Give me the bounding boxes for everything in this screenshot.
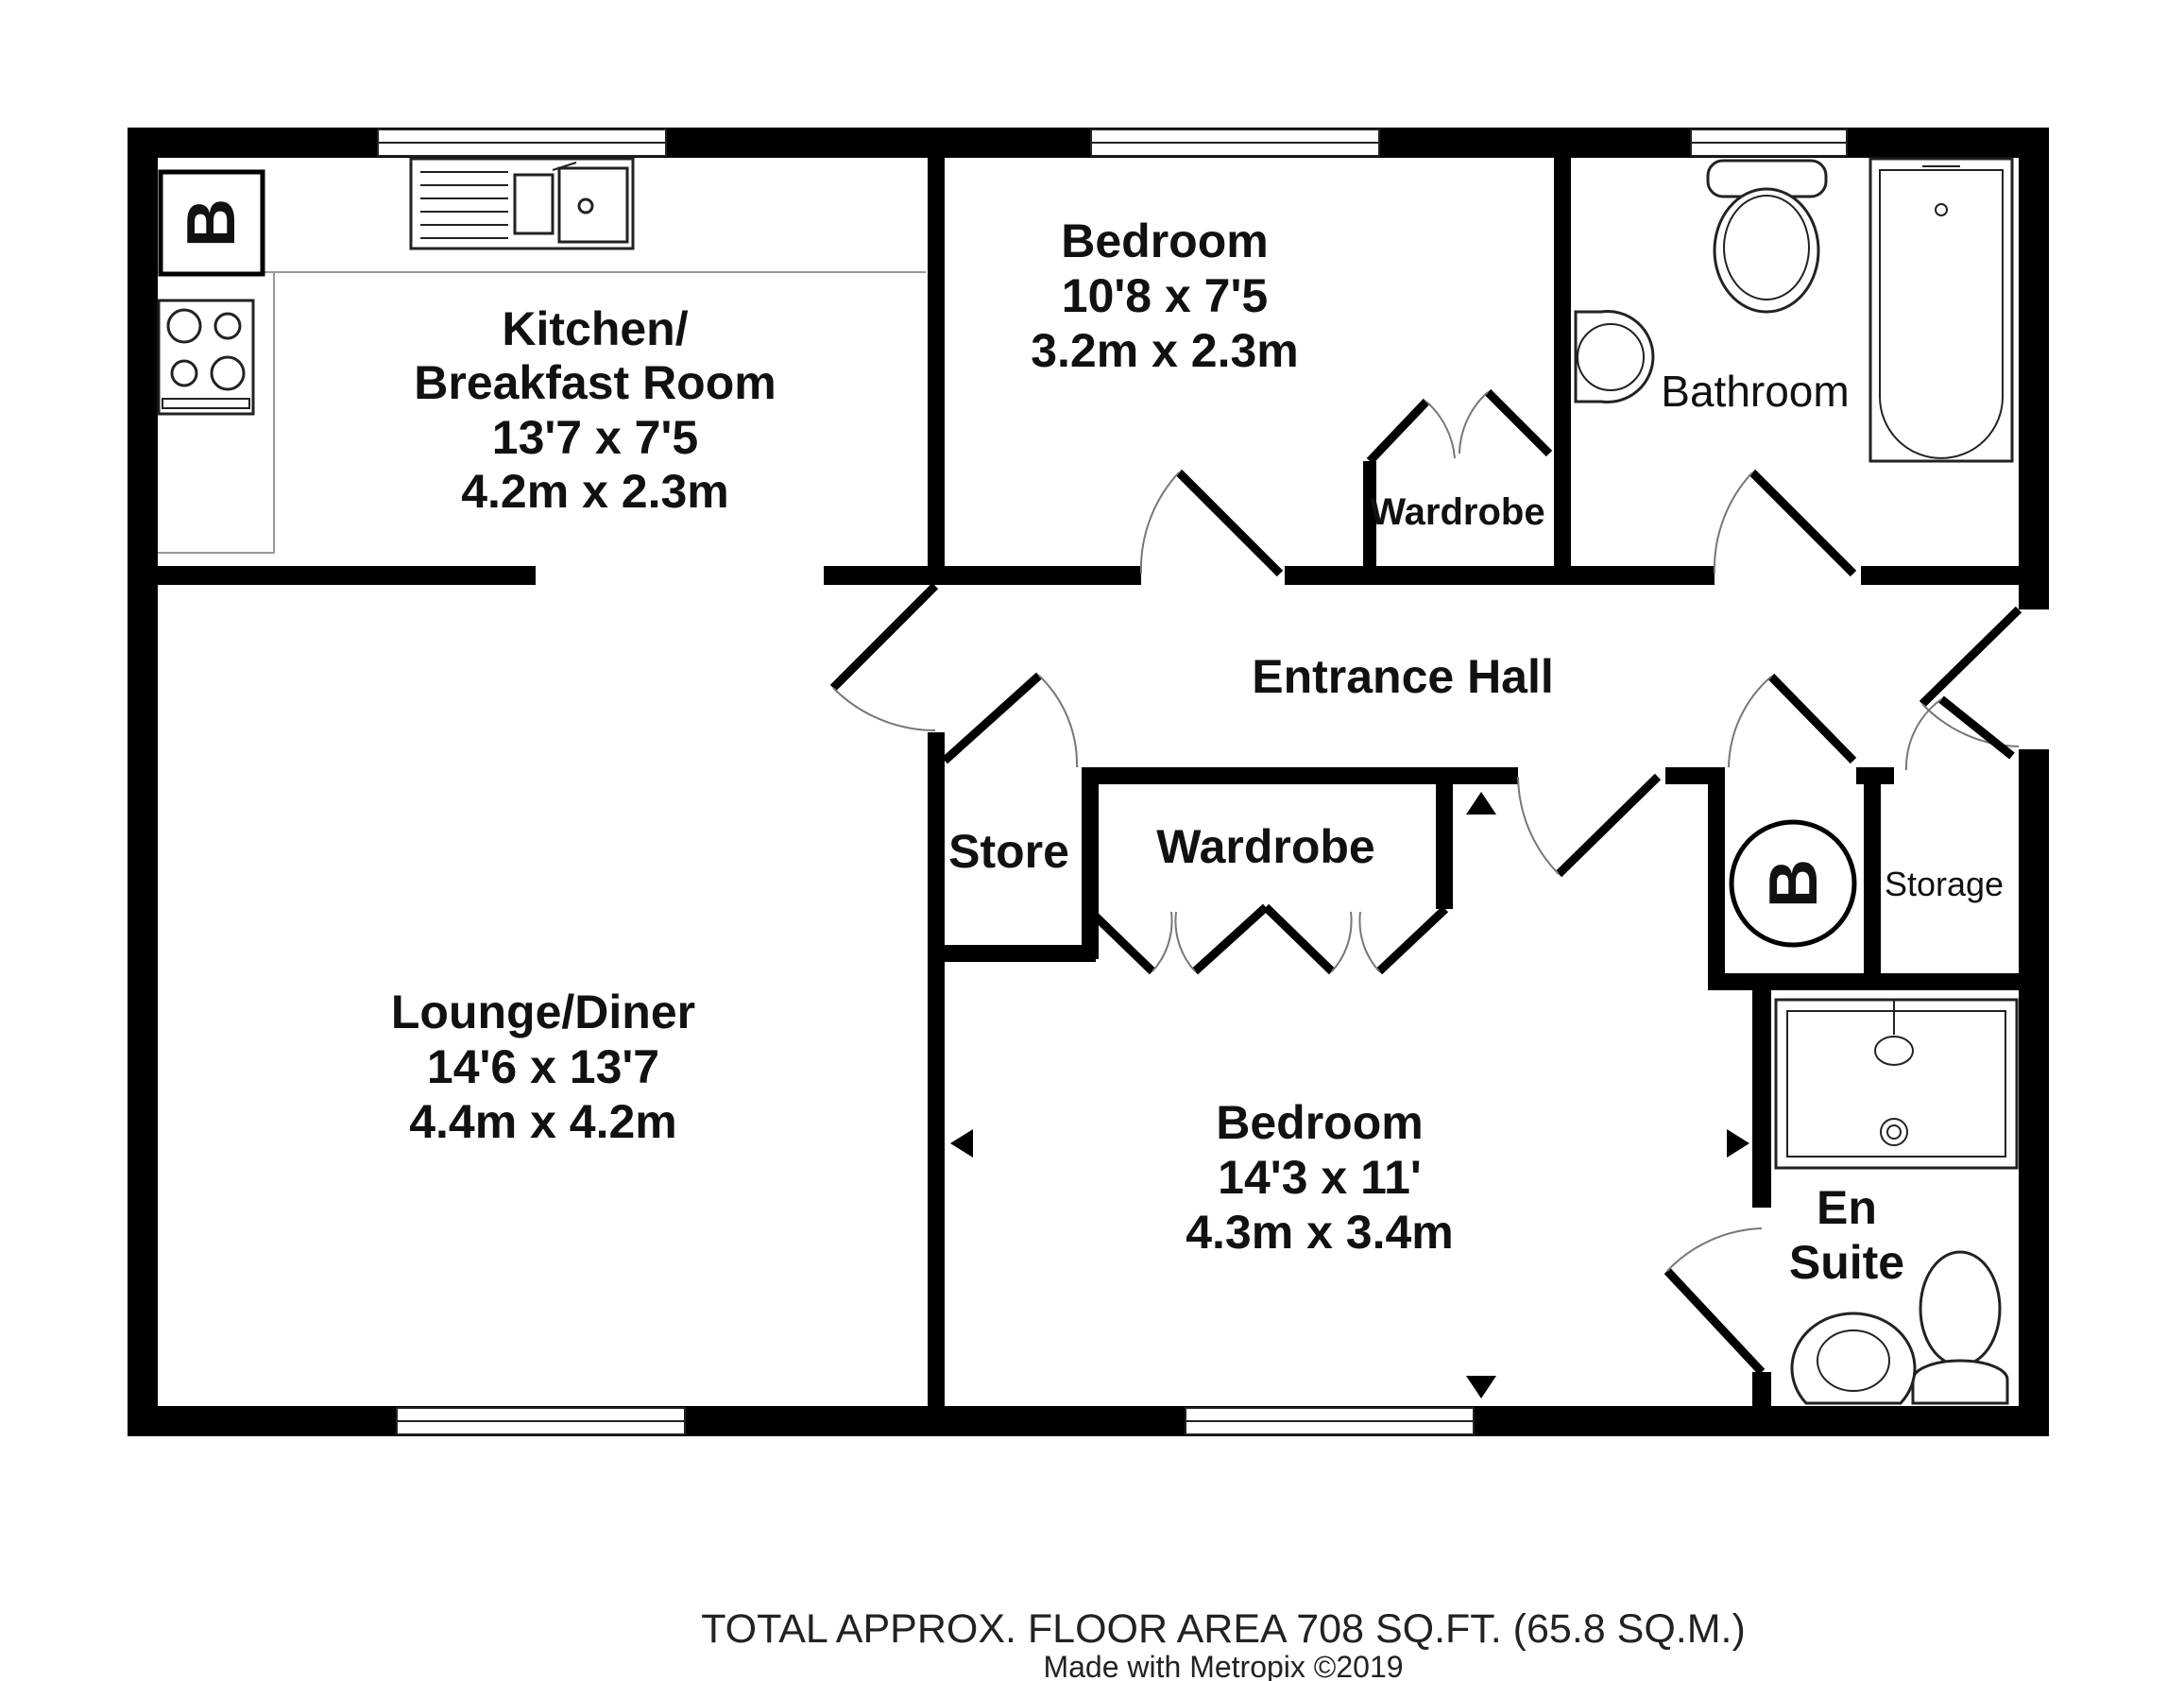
- boiler-hall: B: [1729, 819, 1857, 948]
- storage-label: Storage: [1885, 865, 2004, 903]
- doors: [829, 388, 2022, 1376]
- window-bedroom-top: [1090, 129, 1380, 157]
- ensuite-fixtures: [1774, 998, 2019, 1405]
- bathroom-fixtures: [1574, 157, 2014, 463]
- svg-text:13'7 x 7'5: 13'7 x 7'5: [492, 411, 698, 464]
- drainer: [420, 171, 508, 239]
- svg-text:Bedroom: Bedroom: [1216, 1096, 1423, 1149]
- svg-text:Bedroom: Bedroom: [1061, 214, 1268, 267]
- bedroom-top-label: Bedroom 10'8 x 7'5 3.2m x 2.3m: [1031, 214, 1299, 377]
- bedroom-main-label: Bedroom 14'3 x 11' 4.3m x 3.4m: [1186, 1096, 1454, 1259]
- window-bedroom-main: [1185, 1407, 1475, 1435]
- svg-text:4.2m x 2.3m: 4.2m x 2.3m: [461, 465, 729, 518]
- svg-text:3.2m x 2.3m: 3.2m x 2.3m: [1031, 324, 1299, 377]
- svg-text:Kitchen/: Kitchen/: [502, 302, 688, 355]
- svg-text:Lounge/Diner: Lounge/Diner: [391, 986, 695, 1038]
- kitchen-label: Kitchen/ Breakfast Room 13'7 x 7'5 4.2m …: [414, 302, 776, 518]
- windows: [377, 129, 1848, 1435]
- lounge-label: Lounge/Diner 14'6 x 13'7 4.4m x 4.2m: [391, 986, 695, 1148]
- level-arrows: [950, 792, 1749, 1398]
- svg-text:4.3m x 3.4m: 4.3m x 3.4m: [1186, 1206, 1454, 1259]
- entrance-hall-label: Entrance Hall: [1252, 650, 1554, 703]
- wardrobe-main-label: Wardrobe: [1156, 820, 1375, 873]
- svg-text:Suite: Suite: [1789, 1236, 1904, 1289]
- window-lounge: [396, 1407, 686, 1435]
- svg-text:Breakfast Room: Breakfast Room: [414, 356, 776, 409]
- kitchen-fixtures: [157, 157, 926, 554]
- bathroom-label: Bathroom: [1661, 367, 1849, 416]
- boiler-hall-label: B: [1756, 859, 1832, 908]
- svg-text:14'3 x 11': 14'3 x 11': [1218, 1151, 1422, 1204]
- store-label: Store: [948, 825, 1069, 878]
- internal-walls: [158, 158, 2020, 1406]
- wardrobe-top-label: Wardrobe: [1370, 491, 1544, 533]
- floor-area-text: TOTAL APPROX. FLOOR AREA 708 SQ.FT. (65.…: [701, 1606, 1746, 1652]
- credit-text: Made with Metropix ©2019: [1043, 1650, 1403, 1681]
- svg-text:En: En: [1817, 1181, 1877, 1234]
- window-kitchen: [377, 129, 667, 157]
- svg-text:10'8 x 7'5: 10'8 x 7'5: [1062, 269, 1268, 322]
- ensuite-label: En Suite: [1789, 1181, 1904, 1289]
- window-bathroom: [1690, 129, 1848, 157]
- boiler-kitchen: B: [158, 169, 265, 277]
- svg-text:4.4m x 4.2m: 4.4m x 4.2m: [409, 1095, 677, 1148]
- svg-text:14'6 x 13'7: 14'6 x 13'7: [427, 1040, 659, 1093]
- boiler-kitchen-label: B: [174, 198, 249, 248]
